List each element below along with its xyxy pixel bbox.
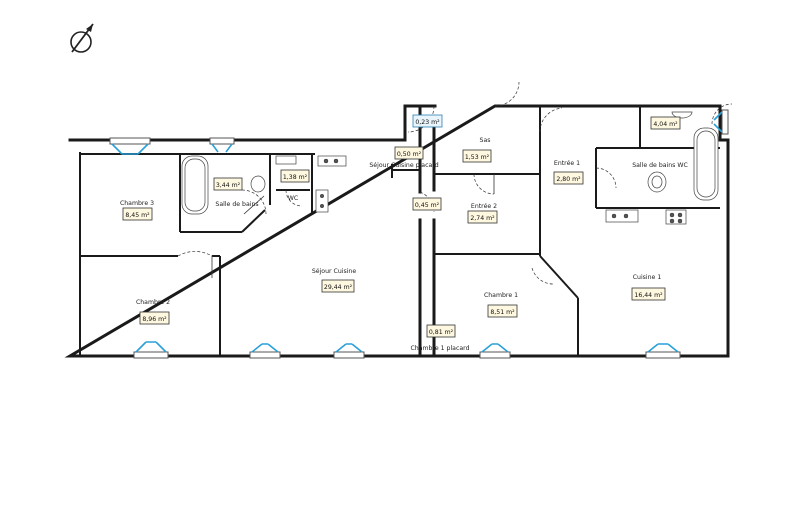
washbasin-icon: [671, 111, 693, 119]
room-salle-de-bains: Salle de bains 3,44 m²: [213, 177, 259, 208]
room-area: 8,45 m²: [125, 212, 150, 219]
room-name: Entrée 1: [554, 159, 580, 167]
room-wc: WC 1,38 m²: [280, 169, 310, 202]
window-top-chambre3: [109, 137, 151, 155]
window-bottom-chambre2: [133, 341, 169, 359]
kitchen-sink-icon: [605, 209, 639, 223]
room-name: Séjour Cuisine: [312, 267, 356, 275]
sink-icon: [275, 155, 297, 165]
bathtub-icon: [181, 155, 209, 215]
room-area: 29,44 m²: [324, 284, 353, 291]
room-chambre-2: Chambre 2 8,96 m²: [136, 299, 170, 325]
room-area: 1,53 m²: [465, 154, 490, 161]
room-area: 8,51 m²: [490, 309, 515, 316]
room-name: Salle de bains: [215, 201, 258, 208]
toilet-icon: [647, 171, 667, 193]
room-sas: Sas 1,53 m²: [462, 137, 492, 163]
area-couloir: 0,45 m²: [412, 197, 442, 211]
room-name: Chambre 1: [484, 292, 518, 299]
room-chambre-1-placard: 0,81 m² Chambre 1 placard: [410, 324, 470, 352]
area-value: 0,23 m²: [415, 119, 440, 126]
room-sejour-cuisine: Séjour Cuisine 29,44 m²: [312, 267, 356, 293]
room-cuisine-1: Cuisine 1 16,44 m²: [631, 274, 666, 301]
fixtures: [181, 111, 719, 225]
room-name: Chambre 2: [136, 299, 170, 306]
windows: [109, 109, 729, 359]
room-name: Chambre 1 placard: [410, 345, 469, 352]
room-name: WC: [288, 195, 298, 202]
window-bottom-chambre1: [479, 343, 511, 359]
kitchen-counter-icon: [317, 155, 347, 167]
window-bottom-sejour-2: [333, 343, 365, 359]
window-bottom-sejour-1: [249, 343, 281, 359]
room-area: 2,80 m²: [556, 176, 581, 183]
area-gaine: 0,23 m²: [412, 114, 443, 128]
room-area: 4,04 m²: [653, 121, 678, 128]
room-name: Chambre 3: [120, 200, 154, 207]
toilet-icon: [250, 175, 266, 193]
interior-walls: [79, 104, 720, 358]
room-entree-2: Entrée 2 2,74 m²: [467, 202, 498, 224]
room-chambre-3: Chambre 3 8,45 m²: [120, 200, 154, 221]
room-area: 8,96 m²: [142, 316, 167, 323]
room-entree-1: Entrée 1 2,80 m²: [553, 159, 584, 185]
room-name: Entrée 2: [471, 202, 497, 210]
cooktop-icon: [665, 209, 687, 225]
room-area: 16,44 m²: [634, 292, 663, 299]
window-top-sdb: [209, 137, 235, 153]
room-name: Sas: [480, 137, 491, 144]
room-sejour-cuisine-placard: 0,50 m² Séjour Cuisine placard: [369, 146, 439, 169]
room-name: Séjour Cuisine placard: [369, 161, 438, 169]
window-bottom-cuisine1: [645, 343, 681, 359]
room-area: 0,50 m²: [397, 151, 422, 158]
room-name: Salle de bains WC: [632, 162, 688, 169]
room-chambre-1: Chambre 1 8,51 m²: [484, 292, 518, 318]
area-value: 0,45 m²: [415, 202, 440, 209]
room-salle-de-bains-wc: 4,04 m² Salle de bains WC: [632, 116, 688, 169]
room-area: 1,38 m²: [283, 174, 308, 181]
stove-icon: [315, 189, 329, 213]
room-area: 3,44 m²: [216, 182, 241, 189]
room-area: 2,74 m²: [470, 215, 495, 222]
bathtub-icon: [693, 127, 719, 201]
room-name: Cuisine 1: [633, 274, 662, 281]
north-arrow-icon: [70, 23, 94, 53]
room-area: 0,81 m²: [429, 329, 454, 336]
window-right-sdbwc: [713, 109, 729, 135]
